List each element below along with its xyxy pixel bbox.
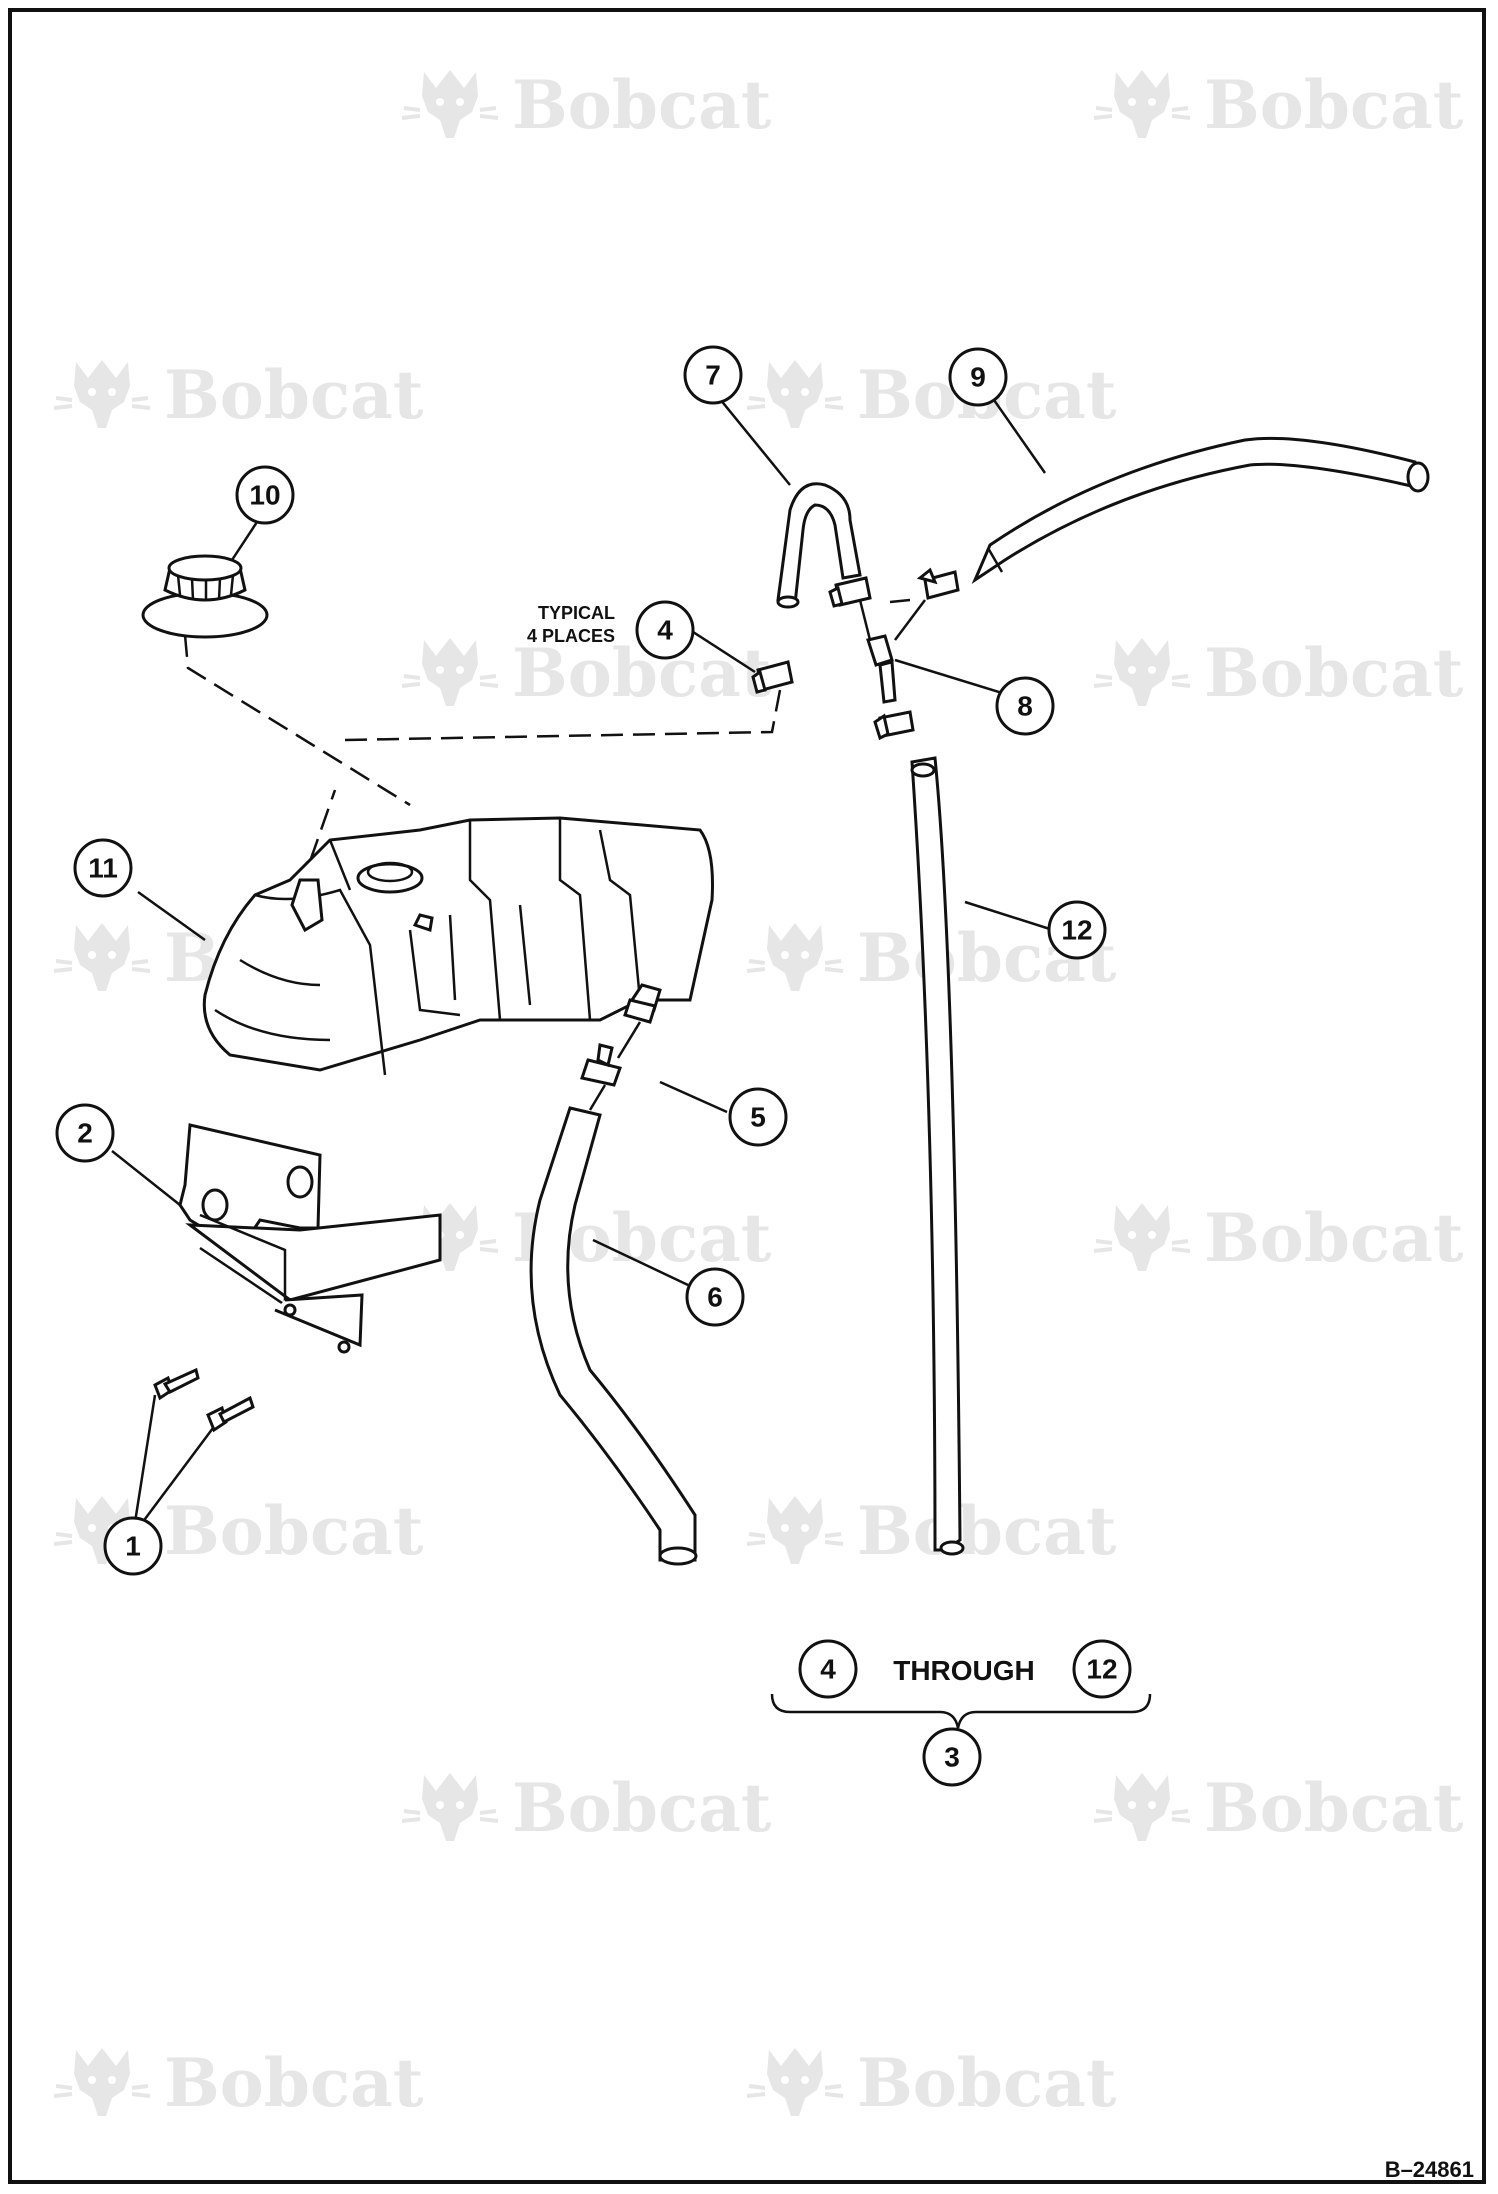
svg-text:8: 8 bbox=[1017, 691, 1033, 722]
callout-1: 1 bbox=[103, 1516, 163, 1576]
callout-6: 6 bbox=[685, 1267, 745, 1327]
svg-text:Bobcat: Bobcat bbox=[857, 1492, 1117, 1570]
svg-text:Bobcat: Bobcat bbox=[1204, 1769, 1464, 1847]
bobcat-head-logo-icon bbox=[1092, 68, 1192, 140]
watermark: Bobcat bbox=[52, 356, 424, 434]
drawing-border bbox=[8, 8, 1486, 2184]
cap-to-tank-dash bbox=[183, 634, 411, 807]
svg-text:11: 11 bbox=[88, 853, 118, 884]
svg-text:12: 12 bbox=[1086, 1654, 1117, 1685]
svg-text:3: 3 bbox=[944, 1742, 960, 1773]
svg-text:2: 2 bbox=[77, 1118, 93, 1149]
leader-11 bbox=[137, 890, 206, 942]
watermark: Bobcat bbox=[1092, 66, 1464, 144]
watermark: Bobcat bbox=[400, 1199, 772, 1277]
watermark: Bobcat bbox=[745, 356, 1117, 434]
watermark: Bobcat bbox=[1092, 1769, 1464, 1847]
watermark: Bobcat bbox=[1092, 1199, 1464, 1277]
u-hose-7 bbox=[776, 482, 862, 609]
svg-text:Bobcat: Bobcat bbox=[857, 2044, 1117, 2122]
callout-8: 8 bbox=[995, 676, 1055, 736]
svg-text:4: 4 bbox=[657, 615, 673, 646]
callout-3: 3 bbox=[922, 1727, 982, 1787]
svg-text:Bobcat: Bobcat bbox=[512, 66, 772, 144]
svg-text:Bobcat: Bobcat bbox=[1204, 66, 1464, 144]
leader-12 bbox=[964, 900, 1054, 932]
bobcat-head-logo-icon bbox=[400, 636, 500, 708]
leader-5 bbox=[659, 1080, 728, 1114]
mounting-bracket bbox=[178, 1123, 442, 1354]
range-word: THROUGH bbox=[893, 1655, 1035, 1686]
svg-text:12: 12 bbox=[1061, 915, 1092, 946]
svg-text:Bobcat: Bobcat bbox=[164, 2044, 424, 2122]
bolts bbox=[131, 1367, 255, 1536]
watermark: Bobcat bbox=[400, 66, 772, 144]
lower-hose-6 bbox=[529, 1106, 698, 1566]
bobcat-head-logo-icon bbox=[1092, 1201, 1192, 1273]
leader-10 bbox=[230, 521, 259, 561]
bobcat-head-logo-icon bbox=[400, 1771, 500, 1843]
svg-text:Bobcat: Bobcat bbox=[164, 1492, 424, 1570]
watermark: Bobcat bbox=[745, 2044, 1117, 2122]
bobcat-head-logo-icon bbox=[400, 68, 500, 140]
bobcat-head-logo-icon bbox=[52, 2046, 152, 2118]
svg-text:6: 6 bbox=[707, 1282, 723, 1313]
small-clamps-4 bbox=[751, 567, 960, 741]
figure-id: B–24861 bbox=[1385, 2157, 1474, 2182]
bobcat-head-logo-icon bbox=[745, 358, 845, 430]
callout-11: 11 bbox=[73, 838, 133, 898]
hose-clamps-5 bbox=[580, 998, 657, 1111]
svg-text:5: 5 bbox=[750, 1102, 766, 1133]
callout-9: 9 bbox=[948, 347, 1008, 407]
leader-4 bbox=[689, 628, 756, 674]
bobcat-head-logo-icon bbox=[52, 921, 152, 993]
svg-text:Bobcat: Bobcat bbox=[512, 1769, 772, 1847]
svg-text:Bobcat: Bobcat bbox=[164, 356, 424, 434]
bobcat-head-logo-icon bbox=[745, 1494, 845, 1566]
svg-text:4: 4 bbox=[820, 1654, 836, 1685]
bobcat-head-logo-icon bbox=[1092, 636, 1192, 708]
svg-text:9: 9 bbox=[970, 362, 986, 393]
svg-text:Bobcat: Bobcat bbox=[1204, 1199, 1464, 1277]
watermark: Bobcat bbox=[400, 1769, 772, 1847]
callout-4: 4 bbox=[635, 600, 695, 660]
callout-10: 10 bbox=[235, 465, 295, 525]
leader-6 bbox=[592, 1238, 689, 1287]
bobcat-head-logo-icon bbox=[745, 2046, 845, 2118]
svg-text:1: 1 bbox=[125, 1531, 141, 1562]
range-brace bbox=[770, 1693, 1152, 1729]
bobcat-head-logo-icon bbox=[52, 358, 152, 430]
filler-cap bbox=[141, 554, 269, 639]
range-from-circle bbox=[798, 1639, 858, 1699]
callout-2: 2 bbox=[55, 1103, 115, 1163]
callout-7: 7 bbox=[683, 345, 743, 405]
svg-text:Bobcat: Bobcat bbox=[1204, 634, 1464, 712]
range-callout: 4 THROUGH 12 bbox=[798, 1639, 1132, 1699]
callout-12: 12 bbox=[1047, 900, 1107, 960]
callout-group: 1 2 3 4 5 6 7 8 9 10 11 12 bbox=[55, 345, 1107, 1787]
bobcat-head-logo-icon bbox=[745, 921, 845, 993]
watermark: Bobcat bbox=[52, 1492, 424, 1570]
long-hose-12 bbox=[910, 756, 965, 1556]
svg-text:7: 7 bbox=[705, 360, 721, 391]
note-line-2: 4 PLACES bbox=[527, 626, 615, 646]
callout-5: 5 bbox=[728, 1087, 788, 1147]
overflow-hose-9 bbox=[971, 436, 1430, 585]
bobcat-head-logo-icon bbox=[1092, 1771, 1192, 1843]
note-line-1: TYPICAL bbox=[538, 603, 615, 623]
range-to-circle bbox=[1072, 1639, 1132, 1699]
t-connector-8 bbox=[858, 598, 926, 704]
watermark: Bobcat bbox=[52, 2044, 424, 2122]
watermark: Bobcat bbox=[745, 1492, 1117, 1570]
coolant-reservoir-tank bbox=[202, 816, 714, 1076]
leader-2 bbox=[111, 1150, 181, 1206]
watermark: Bobcat bbox=[1092, 634, 1464, 712]
hose-to-tank-dash bbox=[344, 689, 782, 742]
svg-text:10: 10 bbox=[249, 480, 280, 511]
